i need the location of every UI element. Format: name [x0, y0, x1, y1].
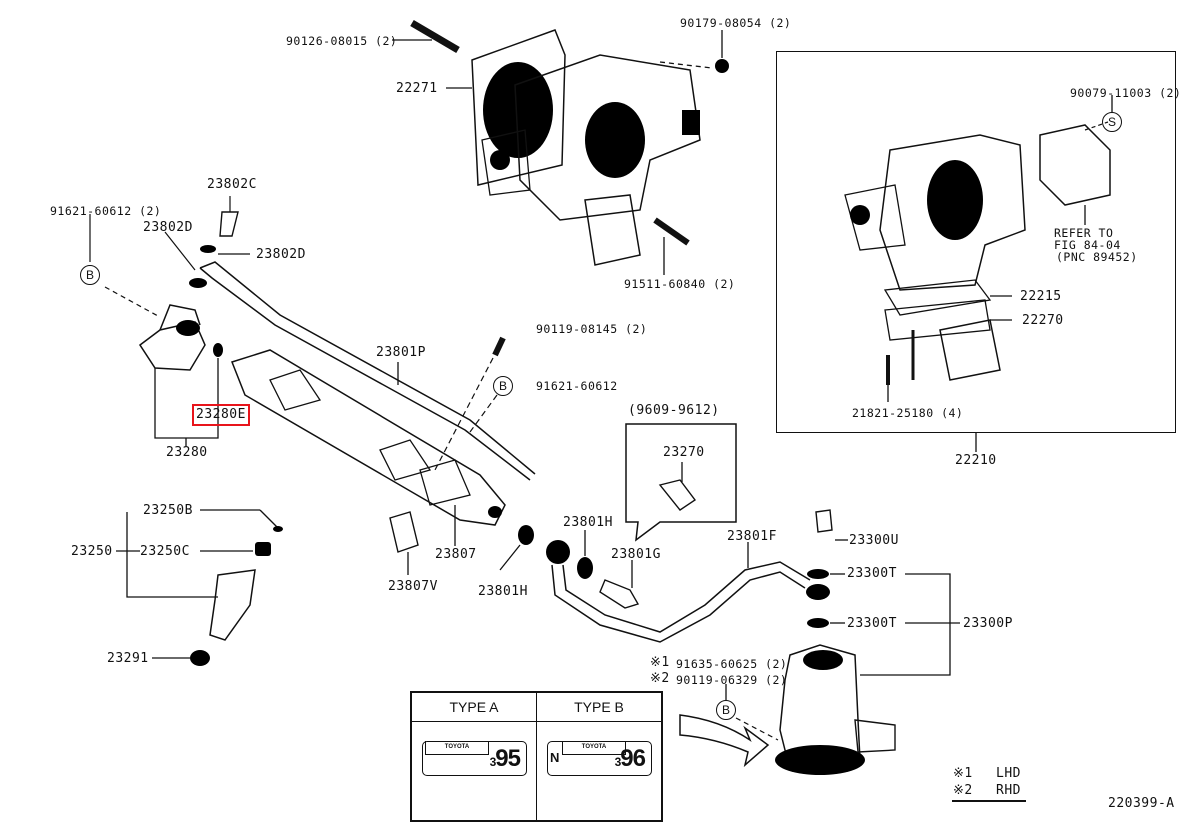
part-label-23250c[interactable]: 23250C [140, 544, 190, 559]
part-label-23802c[interactable]: 23802C [207, 177, 257, 192]
refer-note-line1: REFER TO [1054, 226, 1114, 240]
part-label-23801h-a[interactable]: 23801H [478, 584, 528, 599]
part-label-23801g[interactable]: 23801G [611, 547, 661, 562]
throttle-body-assembly-illustration [844, 95, 1113, 452]
legend-mark-2: ※2 [953, 783, 973, 798]
part-label-23270[interactable]: 23270 [663, 445, 705, 460]
type-a-number: 395 [489, 745, 521, 773]
part-label-23300u[interactable]: 23300U [849, 533, 899, 548]
injector-illustration [116, 509, 283, 666]
part-label-23801f[interactable]: 23801F [727, 529, 777, 544]
part-label-90119-08145[interactable]: 90119-08145 (2) [536, 322, 648, 336]
callout-23270-box [625, 423, 737, 542]
part-label-21821-25180[interactable]: 21821-25180 (4) [852, 406, 964, 420]
part-label-23807[interactable]: 23807 [435, 547, 477, 562]
bolt-marker-b-icon: B [493, 376, 513, 396]
type-a-prefix: 3 [489, 755, 497, 769]
type-b-number: 396 [614, 745, 646, 773]
part-label-90179-08054[interactable]: 90179-08054 (2) [680, 16, 792, 30]
type-a-label-plate: TOYOTA 395 [422, 741, 527, 776]
delivery-pipe-illustration [231, 336, 506, 575]
refer-note-line2: FIG 84-04 [1054, 238, 1121, 252]
refer-note-line3[interactable]: (PNC 89452) [1056, 250, 1138, 264]
bolt-marker-b-icon: B [716, 700, 736, 720]
fuel-pipe-illustration [199, 261, 536, 481]
part-label-23291[interactable]: 23291 [107, 651, 149, 666]
type-a-column: TYPE A TOYOTA 395 [412, 693, 536, 820]
part-label-23250[interactable]: 23250 [71, 544, 113, 559]
type-a-brand: TOYOTA [425, 741, 489, 755]
pressure-regulator-illustration [89, 196, 250, 446]
part-label-23300p[interactable]: 23300P [963, 616, 1013, 631]
part-label-23802d-b[interactable]: 23802D [256, 247, 306, 262]
type-b-prefix: 3 [614, 755, 622, 769]
type-b-value: 96 [620, 745, 646, 772]
gasket-22271-illustration [446, 29, 566, 186]
legend-mark-1: ※1 [953, 766, 973, 781]
part-label-22210[interactable]: 22210 [955, 453, 997, 468]
type-comparison-table: TYPE A TOYOTA 395 TYPE B N TOYOTA 396 [410, 691, 663, 822]
part-label-23280[interactable]: 23280 [166, 445, 208, 460]
fuel-filter-illustration [679, 509, 960, 775]
throttle-body-top-illustration [481, 30, 729, 275]
type-b-column: TYPE B N TOYOTA 396 [536, 693, 661, 820]
part-label-22270[interactable]: 22270 [1022, 313, 1064, 328]
part-label-23807v[interactable]: 23807V [388, 579, 438, 594]
screw-marker-s-icon: S [1102, 112, 1122, 132]
note-2-mark: ※2 [650, 671, 670, 686]
date-range-label: (9609-9612) [628, 403, 720, 418]
type-b-header: TYPE B [537, 693, 661, 722]
bolt-marker-b-icon: B [80, 265, 100, 285]
part-label-91635-60625[interactable]: 91635-60625 (2) [676, 657, 788, 671]
part-label-23250b[interactable]: 23250B [143, 503, 193, 518]
part-label-91511-60840[interactable]: 91511-60840 (2) [624, 277, 736, 291]
part-label-23801p[interactable]: 23801P [376, 345, 426, 360]
part-label-22215[interactable]: 22215 [1020, 289, 1062, 304]
part-label-23300t-b[interactable]: 23300T [847, 616, 897, 631]
legend-meaning-1: LHD [996, 766, 1021, 781]
part-label-23802d-a[interactable]: 23802D [143, 220, 193, 235]
part-label-23300t-a[interactable]: 23300T [847, 566, 897, 581]
type-a-header: TYPE A [412, 693, 536, 722]
throttle-body-assembly-box [776, 51, 1176, 433]
type-b-label-plate: N TOYOTA 396 [547, 741, 652, 776]
figure-id: 220399-A [1108, 796, 1175, 811]
part-label-90126-08015[interactable]: 90126-08015 (2) [286, 34, 398, 48]
part-label-90079-11003[interactable]: 90079-11003 (2) [1070, 86, 1182, 100]
part-label-23801h-b[interactable]: 23801H [563, 515, 613, 530]
legend-meaning-2: RHD [996, 783, 1021, 798]
type-b-brand: TOYOTA [562, 741, 626, 755]
stud-illustration [392, 19, 460, 54]
part-label-91621-60612[interactable]: 91621-60612 [536, 379, 618, 393]
type-b-letter: N [550, 750, 560, 765]
note-1-mark: ※1 [650, 655, 670, 670]
type-a-value: 95 [495, 745, 521, 772]
part-label-22271[interactable]: 22271 [396, 81, 438, 96]
part-label-91621-60612-2[interactable]: 91621-60612 (2) [50, 204, 162, 218]
part-label-90119-06329[interactable]: 90119-06329 (2) [676, 673, 788, 687]
fuel-hose-illustration [499, 525, 830, 643]
part-label-23280e-highlighted[interactable]: 23280E [192, 404, 250, 426]
